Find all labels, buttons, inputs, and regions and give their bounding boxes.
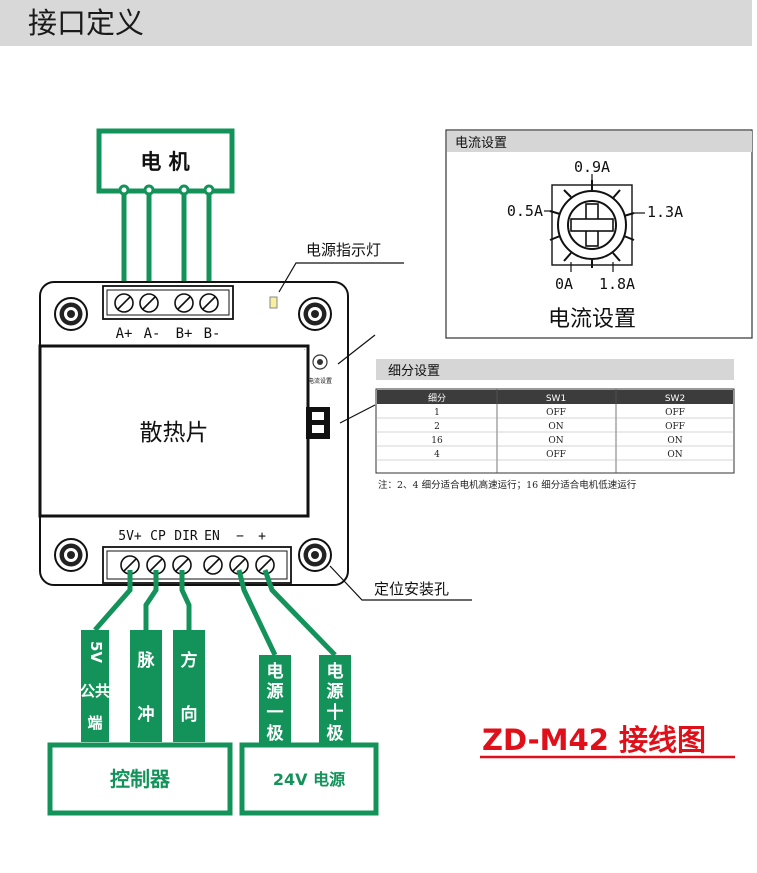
motor-wire-node: [178, 184, 190, 196]
motor-terminal-block: [102, 285, 234, 320]
terminal-label-a-plus: A+: [116, 326, 133, 342]
motor-box: 电 机: [96, 128, 235, 194]
subdiv-cell: 4: [434, 450, 440, 460]
terminal-label-en: EN: [204, 529, 220, 544]
subdiv-panel-header: 细分设置: [388, 364, 440, 379]
wire-strip-text: 极: [327, 724, 344, 744]
wire-strip-direction: 方 向: [173, 630, 205, 742]
motor-wire-node: [203, 184, 215, 196]
mounting-hole: [298, 297, 332, 331]
terminal-label-minus: −: [236, 529, 244, 544]
terminal-label-cp: CP: [150, 529, 166, 544]
wire-strip-text: 电: [267, 661, 284, 682]
section-title: 接口定义: [28, 6, 145, 40]
terminal-label-b-plus: B+: [176, 326, 193, 342]
current-panel-caption: 电流设置: [548, 307, 636, 332]
terminal-label-b-minus: B-: [204, 326, 221, 342]
mini-current-dial: · 电流设置: [304, 347, 332, 385]
subdiv-col-header: SW2: [665, 394, 685, 404]
current-value-0-9a: 0.9A: [574, 158, 610, 176]
motor-wire-node: [143, 184, 155, 196]
control-terminal-block: [102, 546, 292, 584]
wire-strip-text: 极: [267, 724, 284, 744]
mounting-hole: [298, 538, 332, 572]
terminal-label-plus: +: [258, 529, 266, 544]
motor-label: 电 机: [140, 150, 189, 174]
controller-box: 控制器: [47, 742, 233, 816]
motor-wires: [121, 191, 212, 298]
wire-strip-text: 电: [327, 661, 344, 682]
current-dial: [544, 174, 645, 272]
subdiv-note: 注：2、4 细分适合电机高速运行；16 细分适合电机低速运行: [378, 479, 637, 491]
current-panel-header: 电流设置: [455, 136, 507, 151]
subdiv-col-header: SW1: [546, 394, 566, 404]
wire-strip-text: 公共: [80, 682, 110, 700]
subdiv-cell: ON: [667, 450, 682, 460]
section-header: 接口定义: [0, 0, 752, 46]
mini-dial-label: 电流设置: [308, 377, 332, 385]
subdiv-panel-leader: [339, 404, 376, 424]
mounting-hole: [54, 538, 88, 572]
terminal-label-a-minus: A-: [144, 326, 161, 342]
subdiv-cell: 2: [434, 422, 440, 432]
current-value-0a: 0A: [555, 275, 573, 293]
subdiv-cell: 1: [434, 408, 440, 418]
wire-strip-text: 一: [267, 703, 284, 723]
heatsink-label: 散热片: [140, 420, 209, 446]
subdiv-cell: 16: [431, 436, 443, 446]
wire-strip-text: 脉: [137, 650, 156, 671]
current-value-1-8a: 1.8A: [599, 275, 635, 293]
mounting-hole-leader: [329, 565, 472, 601]
subdivision-panel: 细分设置 细分 SW1 SW2 1 OFF OFF 2 ON OFF 16 ON: [375, 359, 735, 491]
signal-wires: [93, 569, 337, 657]
subdiv-cell: OFF: [546, 450, 566, 460]
mounting-hole-label: 定位安装孔: [374, 580, 449, 598]
subdiv-cell: OFF: [665, 408, 685, 418]
wire-strip-text: 端: [87, 714, 102, 732]
motor-wire-node: [118, 184, 130, 196]
mounting-hole: [54, 297, 88, 331]
wire-strip-text: 5V: [87, 641, 105, 663]
current-value-0-5a: 0.5A: [507, 202, 543, 220]
wire-strip-pulse: 脉 冲: [130, 630, 162, 742]
dip-switch: [306, 407, 330, 439]
subdiv-table: 细分 SW1 SW2 1 OFF OFF 2 ON OFF 16 ON ON 4…: [375, 388, 735, 474]
terminal-label-dir: DIR: [174, 529, 198, 544]
wire-strip-power-negative: 电 源 一 极: [259, 655, 291, 744]
wire-strip-text: 源: [327, 681, 344, 702]
subdiv-cell: ON: [548, 422, 563, 432]
subdiv-cell: ON: [667, 436, 682, 446]
wire-strip-text: 向: [181, 704, 198, 725]
svg-text:·: ·: [304, 347, 306, 353]
subdiv-cell: OFF: [665, 422, 685, 432]
power-indicator-label: 电源指示灯: [306, 241, 381, 259]
wire-strip-text: 方: [181, 650, 198, 671]
wire-strip-power-positive: 电 源 十 极: [319, 655, 351, 744]
current-panel-leader: [337, 334, 376, 365]
current-setting-panel: 电流设置: [445, 129, 753, 339]
model-title: ZD-M42 接线图: [482, 723, 706, 757]
wire-strip-text: 源: [267, 681, 284, 702]
current-value-1-3a: 1.3A: [647, 203, 683, 221]
power-led: [269, 296, 278, 309]
power-indicator-leader: [278, 262, 404, 293]
subdiv-cell: OFF: [546, 408, 566, 418]
wire-strip-5v-common: 5V 公共 端: [80, 630, 110, 742]
wire-strip-text: 冲: [138, 704, 155, 725]
power-supply-box: 24V 电源: [239, 742, 379, 816]
subdiv-col-header: 细分: [428, 392, 446, 404]
power-supply-label: 24V 电源: [273, 770, 345, 789]
wire-strip-text: 十: [327, 702, 344, 723]
subdiv-cell: ON: [548, 436, 563, 446]
controller-label: 控制器: [110, 767, 171, 791]
terminal-label-5v: 5V+: [118, 529, 142, 544]
